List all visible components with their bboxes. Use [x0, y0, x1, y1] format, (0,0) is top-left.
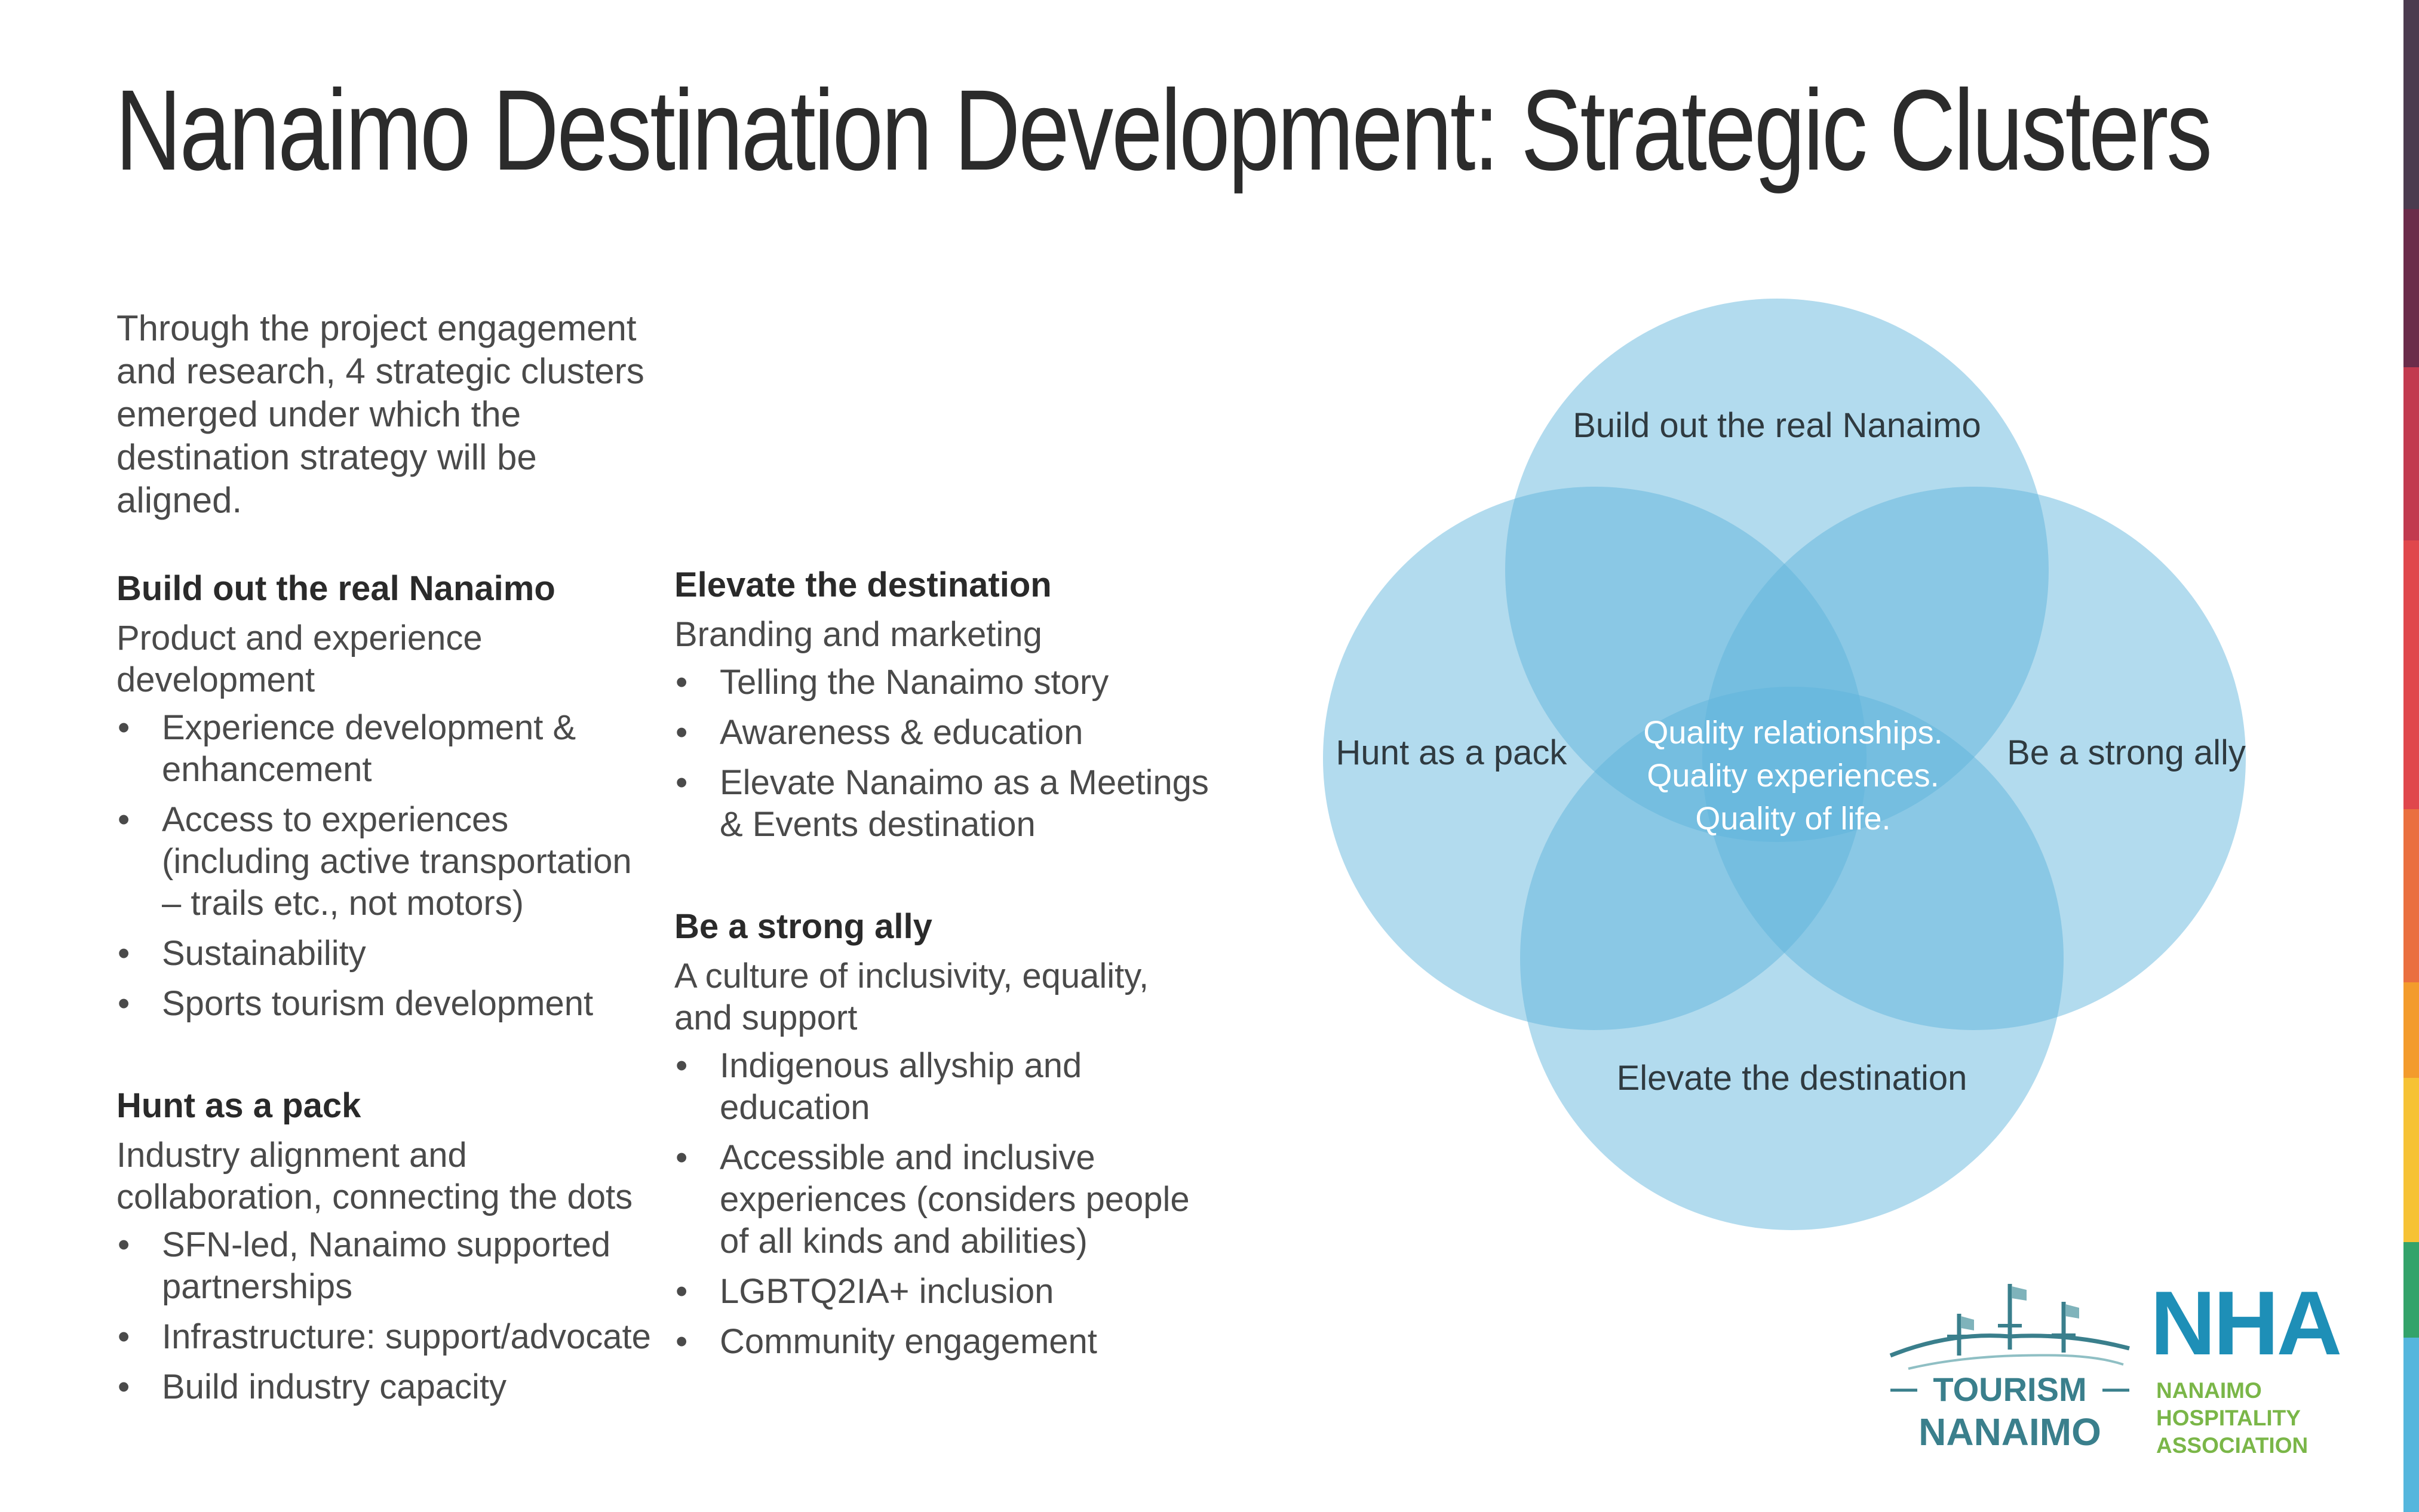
- cluster-subtitle: Product and experience development: [116, 619, 483, 699]
- brand-stripe: [2403, 1338, 2419, 1512]
- list-item-text: Build industry capacity: [162, 1367, 507, 1406]
- list-item: • LGBTQ2IA+ inclusion: [674, 1271, 1212, 1313]
- list-item-text: Sustainability: [162, 934, 366, 973]
- list-item-text: Telling the Nanaimo story: [720, 663, 1109, 702]
- brand-stripe: [2403, 1078, 2419, 1242]
- cluster-heading: Build out the real Nanaimo: [116, 569, 555, 608]
- bullet-icon: •: [118, 800, 130, 839]
- list-item-text: Sports tourism development: [162, 984, 594, 1023]
- nha-logo-line: ASSOCIATION: [2156, 1433, 2309, 1458]
- list-item-text: Community engagement: [720, 1322, 1097, 1361]
- list-item-text: LGBTQ2IA+ inclusion: [720, 1272, 1054, 1311]
- list-item-text: Accessible and inclusive experiences (co…: [720, 1138, 1190, 1261]
- list-item: • Indigenous allyship and education: [674, 1045, 1212, 1129]
- venn-label-bottom: Elevate the destination: [1617, 1059, 1967, 1098]
- bullet-icon: •: [118, 1317, 130, 1356]
- brand-stripe: [2403, 0, 2419, 209]
- nha-logo: NHA NANAIMO HOSPITALITY ASSOCIATION: [2150, 1278, 2377, 1457]
- bullet-icon: •: [676, 713, 688, 752]
- left-column: Build out the real Nanaimo Product and e…: [116, 567, 654, 1468]
- list-item: • Elevate Nanaimo as a Meetings & Events …: [674, 762, 1212, 846]
- brand-stripe: [2403, 1242, 2419, 1338]
- list-item: • Sports tourism development: [116, 983, 654, 1025]
- list-item: • Accessible and inclusive experiences (c…: [674, 1137, 1212, 1262]
- cluster-heading: Elevate the destination: [674, 566, 1052, 604]
- venn-circle-top: [1505, 299, 2049, 842]
- cluster-subtitle: Industry alignment and collaboration, co…: [116, 1136, 633, 1216]
- list-item: • Telling the Nanaimo story: [674, 662, 1212, 703]
- cluster-subtitle: A culture of inclusivity, equality, and …: [674, 957, 1149, 1037]
- bullet-list: • SFN-led, Nanaimo supported partnerships…: [116, 1224, 654, 1408]
- cluster-ally: Be a strong ally A culture of inclusivit…: [674, 905, 1212, 1363]
- venn-diagram: Build out the real Nanaimo Hunt as a pac…: [1323, 299, 2246, 1230]
- cluster-subtitle: Branding and marketing: [674, 615, 1042, 654]
- right-column: Elevate the destination Branding and mar…: [674, 564, 1212, 1422]
- cluster-elevate: Elevate the destination Branding and mar…: [674, 564, 1212, 846]
- nha-logo-mark: NHA: [2150, 1273, 2342, 1374]
- venn-center-line-3: Quality of life.: [1695, 801, 1890, 837]
- intro-paragraph: Through the project engagement and resea…: [116, 308, 644, 520]
- list-item: • Infrastructure: support/advocate: [116, 1316, 654, 1358]
- bullet-icon: •: [676, 1046, 688, 1085]
- tourism-nanaimo-logo: TOURISM NANAIMO: [1884, 1266, 2135, 1457]
- bullet-list: • Indigenous allyship and education • Acce…: [674, 1045, 1212, 1363]
- bullet-icon: •: [118, 984, 130, 1023]
- list-item: • Experience development & enhancement: [116, 707, 654, 791]
- brand-stripe: [2403, 540, 2419, 809]
- cluster-build: Build out the real Nanaimo Product and e…: [116, 567, 654, 1025]
- tourism-logo-top-text: TOURISM: [1933, 1370, 2086, 1408]
- cluster-hunt: Hunt as a pack Industry alignment and co…: [116, 1084, 654, 1408]
- venn-label-top: Build out the real Nanaimo: [1573, 406, 1981, 445]
- venn-label-right: Be a strong ally: [2007, 733, 2246, 772]
- list-item-text: Experience development & enhancement: [162, 708, 576, 789]
- bullet-icon: •: [676, 763, 688, 802]
- list-item-text: Access to experiences (including active …: [162, 800, 632, 923]
- list-item-text: Awareness & education: [720, 713, 1083, 752]
- list-item: • Community engagement: [674, 1321, 1212, 1363]
- bullet-icon: •: [118, 1367, 130, 1406]
- venn-label-left: Hunt as a pack: [1336, 733, 1568, 772]
- venn-circle-bottom: [1520, 687, 2064, 1230]
- bullet-icon: •: [118, 708, 130, 747]
- list-item: • Awareness & education: [674, 712, 1212, 754]
- tourism-nanaimo-logo-graphic: TOURISM NANAIMO: [1889, 1284, 2130, 1453]
- list-item-text: Indigenous allyship and education: [720, 1046, 1082, 1127]
- list-item: • Access to experiences (including active…: [116, 799, 654, 924]
- cluster-heading: Be a strong ally: [674, 907, 932, 946]
- bullet-icon: •: [676, 1138, 688, 1177]
- brand-stripe: [2403, 809, 2419, 982]
- bullet-icon: •: [676, 1272, 688, 1311]
- tourism-logo-bottom-text: NANAIMO: [1918, 1410, 2101, 1453]
- list-item-text: Elevate Nanaimo as a Meetings & Events d…: [720, 763, 1209, 844]
- brand-stripe: [2403, 367, 2419, 540]
- bullet-icon: •: [118, 1225, 130, 1264]
- venn-center-line-2: Quality experiences.: [1647, 758, 1939, 794]
- list-item: • Sustainability: [116, 933, 654, 975]
- list-item-text: SFN-led, Nanaimo supported partnerships: [162, 1225, 611, 1306]
- page-title: Nanaimo Destination Development: Strateg…: [115, 66, 2212, 194]
- list-item-text: Infrastructure: support/advocate: [162, 1317, 651, 1356]
- venn-circle-left: [1323, 487, 1867, 1030]
- bullet-icon: •: [676, 1322, 688, 1361]
- bullet-icon: •: [118, 934, 130, 973]
- nha-logo-line: NANAIMO: [2156, 1378, 2262, 1403]
- cluster-heading: Hunt as a pack: [116, 1086, 361, 1125]
- venn-circle-right: [1702, 487, 2246, 1030]
- brand-stripe: [2403, 209, 2419, 367]
- bullet-icon: •: [676, 663, 688, 702]
- bullet-list: • Telling the Nanaimo story • Awareness & …: [674, 662, 1212, 846]
- brand-stripe: [2403, 982, 2419, 1078]
- list-item: • Build industry capacity: [116, 1366, 654, 1408]
- list-item: • SFN-led, Nanaimo supported partnerships: [116, 1224, 654, 1308]
- bullet-list: • Experience development & enhancement • A…: [116, 707, 654, 1025]
- nha-logo-line: HOSPITALITY: [2156, 1406, 2301, 1430]
- venn-center-line-1: Quality relationships.: [1643, 715, 1942, 751]
